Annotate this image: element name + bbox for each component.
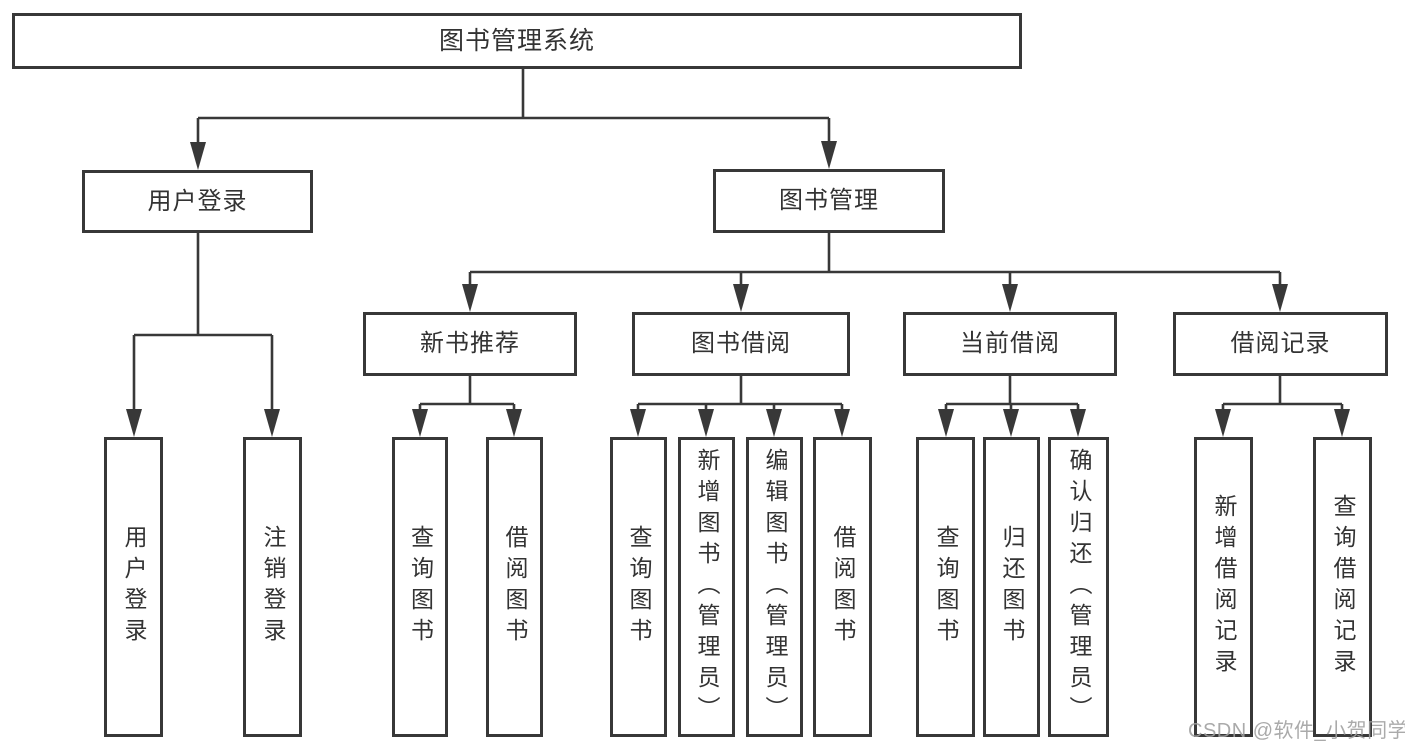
arrowhead-icon xyxy=(412,409,428,437)
leaf-borrow-books-borrowing: 借阅图书 xyxy=(813,437,872,737)
leaf-logout: 注销登录 xyxy=(243,437,302,737)
node-book-management: 图书管理 xyxy=(713,169,945,233)
arrowhead-icon xyxy=(698,409,714,437)
arrowhead-icon xyxy=(190,142,206,170)
node-borrowing-records: 借阅记录 xyxy=(1173,312,1388,376)
leaf-borrow-books-recommend: 借阅图书 xyxy=(486,437,543,737)
node-new-book-recommend: 新书推荐 xyxy=(363,312,577,376)
arrowhead-icon xyxy=(1334,409,1350,437)
leaf-edit-book-admin: 编辑图书（管理员） xyxy=(746,437,803,737)
watermark-csdn: CSDN @软件_小贺同学 xyxy=(1188,720,1405,742)
leaf-return-books: 归还图书 xyxy=(983,437,1040,737)
arrowhead-icon xyxy=(1272,284,1288,312)
arrowhead-icon xyxy=(1215,409,1231,437)
leaf-query-books-borrowing: 查询图书 xyxy=(610,437,667,737)
node-book-borrowing: 图书借阅 xyxy=(632,312,850,376)
arrowhead-icon xyxy=(1003,409,1019,437)
leaf-user-login: 用户登录 xyxy=(104,437,163,737)
arrowhead-icon xyxy=(834,409,850,437)
arrowhead-icon xyxy=(506,409,522,437)
node-current-borrowing: 当前借阅 xyxy=(903,312,1117,376)
leaf-add-book-admin: 新增图书（管理员） xyxy=(678,437,735,737)
arrowhead-icon xyxy=(462,284,478,312)
arrowhead-icon xyxy=(766,409,782,437)
arrowhead-icon xyxy=(126,409,142,437)
arrowhead-icon xyxy=(938,409,954,437)
arrowhead-icon xyxy=(264,409,280,437)
leaf-query-books-recommend: 查询图书 xyxy=(392,437,448,737)
arrowhead-icon xyxy=(1070,409,1086,437)
arrowhead-icon xyxy=(821,141,837,169)
arrowhead-icon xyxy=(1002,284,1018,312)
node-book-management-system: 图书管理系统 xyxy=(12,13,1022,69)
leaf-confirm-return-admin: 确认归还（管理员） xyxy=(1048,437,1109,737)
arrowhead-icon xyxy=(733,284,749,312)
arrowhead-icon xyxy=(630,409,646,437)
leaf-add-borrow-record: 新增借阅记录 xyxy=(1194,437,1253,737)
leaf-query-books-current: 查询图书 xyxy=(916,437,975,737)
leaf-query-borrow-record: 查询借阅记录 xyxy=(1313,437,1372,737)
node-user-login: 用户登录 xyxy=(82,170,313,233)
